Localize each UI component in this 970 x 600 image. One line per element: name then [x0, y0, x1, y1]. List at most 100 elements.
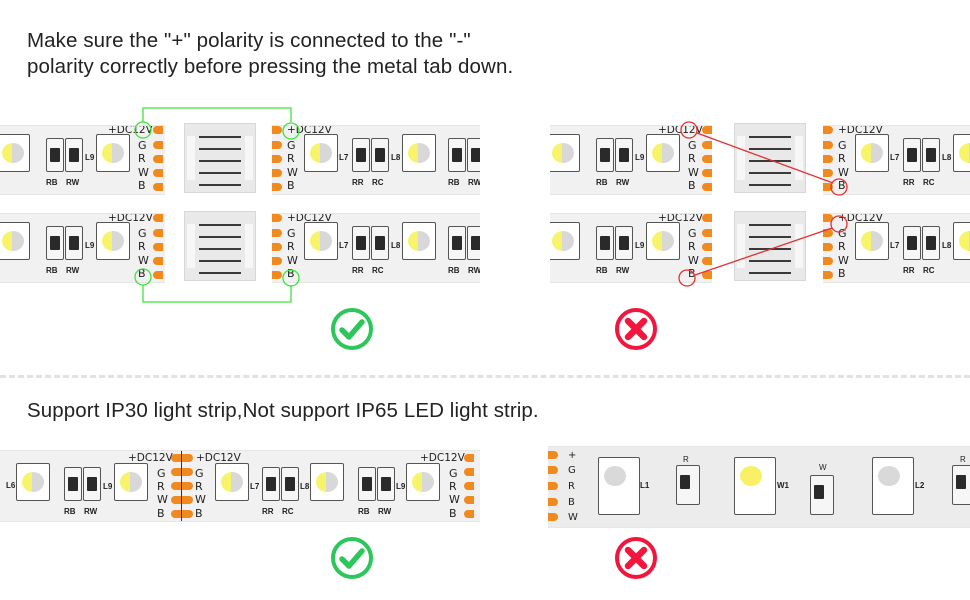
- solder-pad: [823, 214, 833, 222]
- rgbw-led-chip: [402, 222, 436, 260]
- solder-pad: [272, 155, 282, 163]
- resistor: [922, 138, 940, 172]
- solder-pad: [153, 271, 163, 279]
- heading-line-2: polarity correctly before pressing the m…: [27, 55, 514, 78]
- resistor-label: RB: [64, 507, 76, 516]
- solder-pad: [702, 243, 712, 251]
- resistor: [64, 467, 82, 501]
- solder-pad: [548, 466, 558, 474]
- rgbw-led-chip: [953, 222, 970, 260]
- resistor: [46, 138, 64, 172]
- pin-label-b: B: [568, 497, 575, 508]
- rgbw-led-chip: [114, 463, 148, 501]
- pin-label-b: B: [838, 179, 846, 192]
- resistor: [358, 467, 376, 501]
- pin-label-r: R: [568, 481, 575, 492]
- pin-label-r: R: [287, 152, 295, 165]
- solder-pad: [272, 271, 282, 279]
- solder-pad: [823, 243, 833, 251]
- ip30-led-strip: L6 RB RW L9 +DC12V G R W B +DC12V G R W …: [0, 450, 480, 522]
- ground-link-line: [142, 285, 292, 303]
- led-label: L9: [85, 153, 95, 162]
- solder-pad: [272, 183, 282, 191]
- solder-pad: [823, 257, 833, 265]
- led-strip-left-bottom: RB RW L9 +DC12V G R W B: [550, 213, 712, 283]
- rgbw-led-chip: [304, 222, 338, 260]
- polarity-instruction-heading: Make sure the "+" polarity is connected …: [27, 28, 513, 80]
- pin-label-g: G: [138, 227, 147, 240]
- power-pin-label: +DC12V: [128, 452, 173, 464]
- solder-pad: [272, 214, 282, 222]
- solder-pad: [171, 482, 193, 490]
- heading-line-1: Make sure the "+" polarity is connected …: [27, 29, 471, 52]
- solder-pad: [702, 214, 712, 222]
- pin-label-w: W: [838, 166, 849, 179]
- resistor-label: RC: [923, 178, 935, 187]
- led-label: L8: [391, 153, 401, 162]
- solder-pad: [272, 126, 282, 134]
- rgbw-led-chip: [550, 134, 580, 172]
- pin-label-plus: +: [568, 450, 577, 461]
- resistor-label: RB: [46, 266, 58, 275]
- led-strip-right-top: +DC12V G R W B L7 RR RC L8: [823, 125, 970, 195]
- pin-label-w: W: [688, 166, 699, 179]
- solder-pad: [153, 229, 163, 237]
- pin-label-g: G: [287, 139, 296, 152]
- rgbw-led-chip: [96, 222, 130, 260]
- resistor-label: W: [819, 463, 827, 472]
- led-label: L9: [635, 153, 645, 162]
- solder-pad: [153, 126, 163, 134]
- led-label: L2: [915, 481, 925, 490]
- solder-pad: [464, 454, 474, 462]
- resistor-label: RC: [372, 266, 384, 275]
- led-label: L6: [6, 481, 16, 490]
- power-pin-label: +DC12V: [838, 213, 883, 224]
- ip65-led-strip: + G R B W L1 R W1 W L2 R: [548, 446, 970, 528]
- resistor-label: RC: [372, 178, 384, 187]
- pin-label-g: G: [138, 139, 147, 152]
- rgbw-led-chip: [855, 134, 889, 172]
- solder-pad: [464, 482, 474, 490]
- led-label: L1: [640, 481, 650, 490]
- pin-label-w: W: [195, 493, 206, 506]
- pin-label-w: W: [138, 166, 149, 179]
- pin-label-g: G: [688, 139, 697, 152]
- rgbw-led-chip: [646, 134, 680, 172]
- led-label: L9: [635, 241, 645, 250]
- pin-label-b: B: [157, 507, 165, 520]
- resistor: [65, 226, 83, 260]
- pin-label-b: B: [195, 507, 203, 520]
- led-label: L7: [339, 241, 349, 250]
- resistor-label: RW: [616, 266, 630, 275]
- solder-pad: [464, 468, 474, 476]
- rgbw-led-chip: [304, 134, 338, 172]
- strip-connector-clip: [184, 211, 256, 281]
- rgb-led-chip: [872, 457, 914, 515]
- solder-pad: [153, 141, 163, 149]
- pin-label-r: R: [138, 152, 146, 165]
- pin-label-w: W: [838, 254, 849, 267]
- led-label: L9: [85, 241, 95, 250]
- rgbw-led-chip: [215, 463, 249, 501]
- pin-label-w: W: [157, 493, 168, 506]
- solder-pad: [823, 126, 833, 134]
- rgbw-led-chip: [310, 463, 344, 501]
- resistor-label: RR: [352, 266, 364, 275]
- resistor-label: RB: [596, 266, 608, 275]
- pin-label-w: W: [449, 493, 460, 506]
- pin-label-g: G: [838, 139, 847, 152]
- resistor: [615, 226, 633, 260]
- pin-label-b: B: [287, 267, 295, 280]
- led-strip-left-top: RB RW L9 +DC12V G R W B: [550, 125, 712, 195]
- resistor: [596, 138, 614, 172]
- solder-pad: [823, 169, 833, 177]
- resistor-label: RW: [84, 507, 98, 516]
- solder-pad: [272, 229, 282, 237]
- resistor-label: RC: [923, 266, 935, 275]
- pin-label-r: R: [838, 152, 846, 165]
- led-label: L7: [339, 153, 349, 162]
- led-label: L9: [103, 482, 113, 491]
- solder-pad: [153, 183, 163, 191]
- pin-label-r: R: [449, 480, 457, 493]
- rgb-led-chip: [598, 457, 640, 515]
